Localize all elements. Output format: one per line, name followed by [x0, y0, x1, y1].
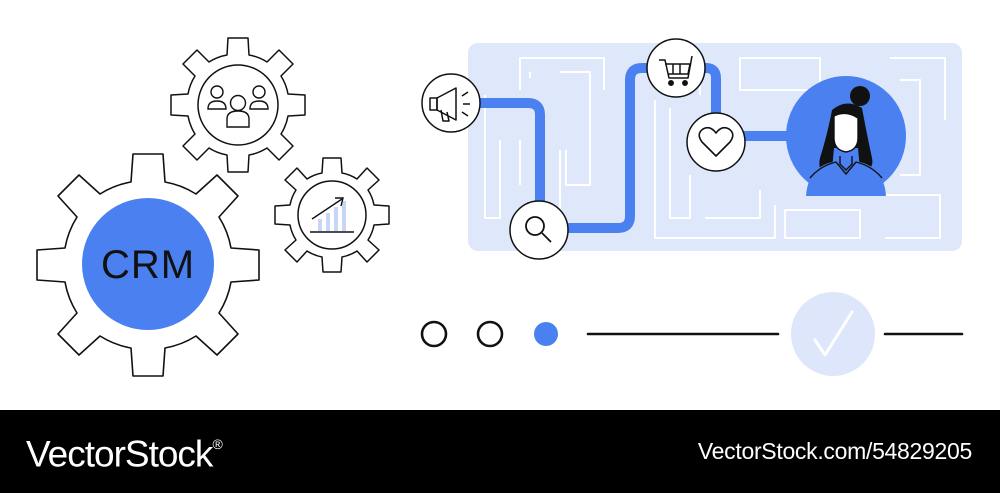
megaphone-node [421, 73, 481, 133]
growth-gear [274, 157, 390, 273]
brand-text: VectorStock [26, 433, 213, 475]
progress-dot [476, 320, 504, 348]
users-group-icon [207, 85, 269, 128]
stock-id: VectorStock.com/54829205 [697, 438, 972, 464]
cart-node [646, 38, 706, 98]
search-node [509, 200, 569, 260]
progress-indicator [420, 292, 964, 376]
checkmark-icon [813, 310, 854, 357]
crm-label: CRM [101, 243, 195, 287]
customer-avatar-icon [806, 86, 886, 196]
vectorstock-logo: VectorStock® [26, 426, 223, 476]
progress-dot-active [534, 322, 558, 346]
growth-chart-icon [310, 197, 354, 233]
shopping-cart-icon [659, 55, 693, 86]
megaphone-icon [429, 87, 470, 122]
users-gear [170, 37, 306, 173]
watermark-footer: VectorStock® VectorStock.com/54829205 [0, 410, 1000, 493]
crm-illustration: CRM [36, 37, 964, 377]
customer-node [786, 76, 906, 196]
crm-gear: CRM [36, 153, 260, 377]
check-badge [791, 292, 875, 376]
heart-icon [698, 126, 734, 157]
maze-walls [484, 57, 946, 239]
search-icon [525, 216, 552, 243]
heart-node [686, 112, 746, 172]
registered-mark: ® [212, 436, 222, 452]
progress-dot [420, 320, 448, 348]
